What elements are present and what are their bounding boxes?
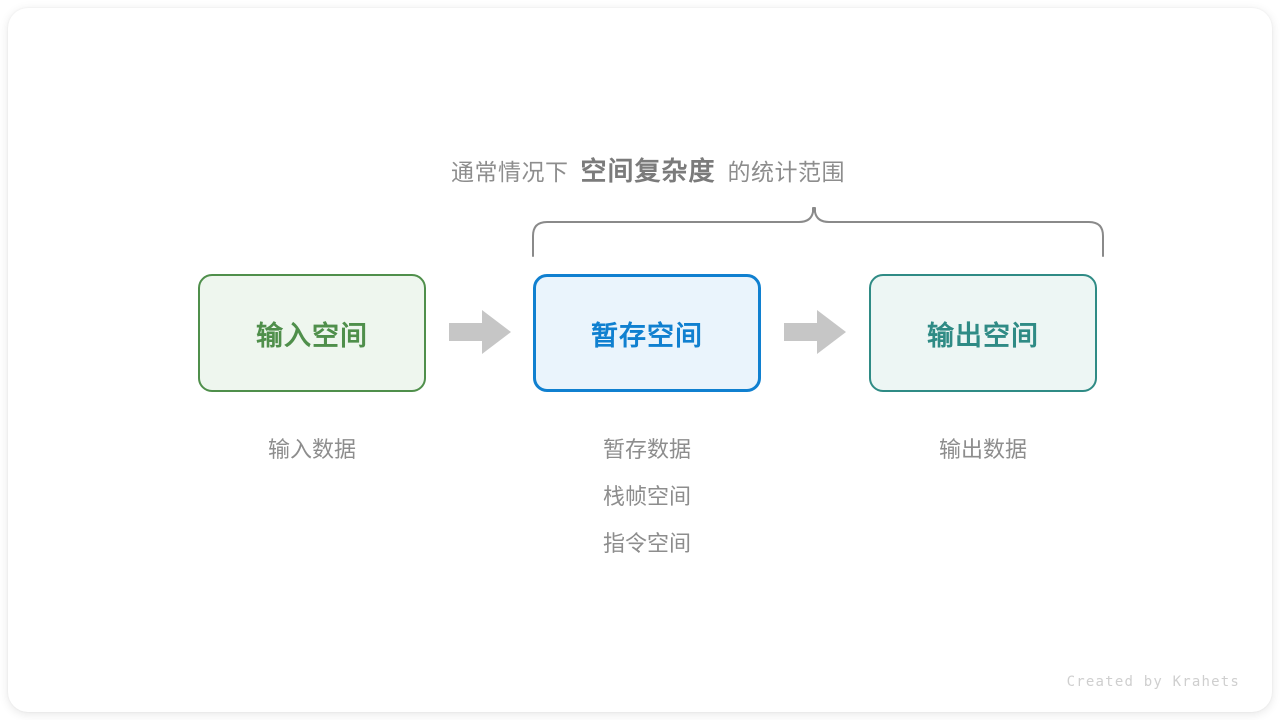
box-input-space[interactable]: 输入空间 bbox=[198, 274, 426, 392]
box-output-space[interactable]: 输出空间 bbox=[869, 274, 1097, 392]
credit-text: Created by Krahets bbox=[1066, 674, 1240, 690]
scope-caption-prefix: 通常情况下 bbox=[450, 159, 569, 185]
caption-item: 指令空间 bbox=[602, 531, 691, 556]
brace-icon bbox=[532, 207, 1104, 257]
arrow-right-icon bbox=[449, 310, 511, 354]
flow-arrow-2 bbox=[784, 310, 846, 354]
caption-item: 输出数据 bbox=[938, 437, 1027, 462]
flow-arrow-1 bbox=[449, 310, 511, 354]
scope-caption: 通常情况下空间复杂度的统计范围 bbox=[8, 158, 1272, 184]
box-output-space-label: 输出空间 bbox=[927, 320, 1039, 351]
captions-temp-space: 暂存数据 栈帧空间 指令空间 bbox=[533, 426, 761, 567]
diagram-card: 通常情况下空间复杂度的统计范围 输入空间 暂存空间 输出空间 bbox=[8, 8, 1272, 712]
caption-item: 输入数据 bbox=[267, 437, 356, 462]
arrow-right-icon bbox=[784, 310, 846, 354]
box-input-space-label: 输入空间 bbox=[256, 320, 368, 351]
captions-input-space: 输入数据 bbox=[198, 426, 426, 473]
scope-caption-suffix: 的统计范围 bbox=[727, 159, 845, 185]
caption-item: 栈帧空间 bbox=[602, 484, 691, 509]
captions-output-space: 输出数据 bbox=[869, 426, 1097, 473]
space-flow: 输入空间 暂存空间 输出空间 bbox=[8, 274, 1272, 392]
caption-item: 暂存数据 bbox=[602, 437, 691, 462]
scope-caption-emphasis: 空间复杂度 bbox=[580, 156, 716, 186]
box-temp-space[interactable]: 暂存空间 bbox=[533, 274, 761, 392]
scope-brace bbox=[523, 204, 1113, 260]
box-temp-space-label: 暂存空间 bbox=[591, 320, 703, 351]
